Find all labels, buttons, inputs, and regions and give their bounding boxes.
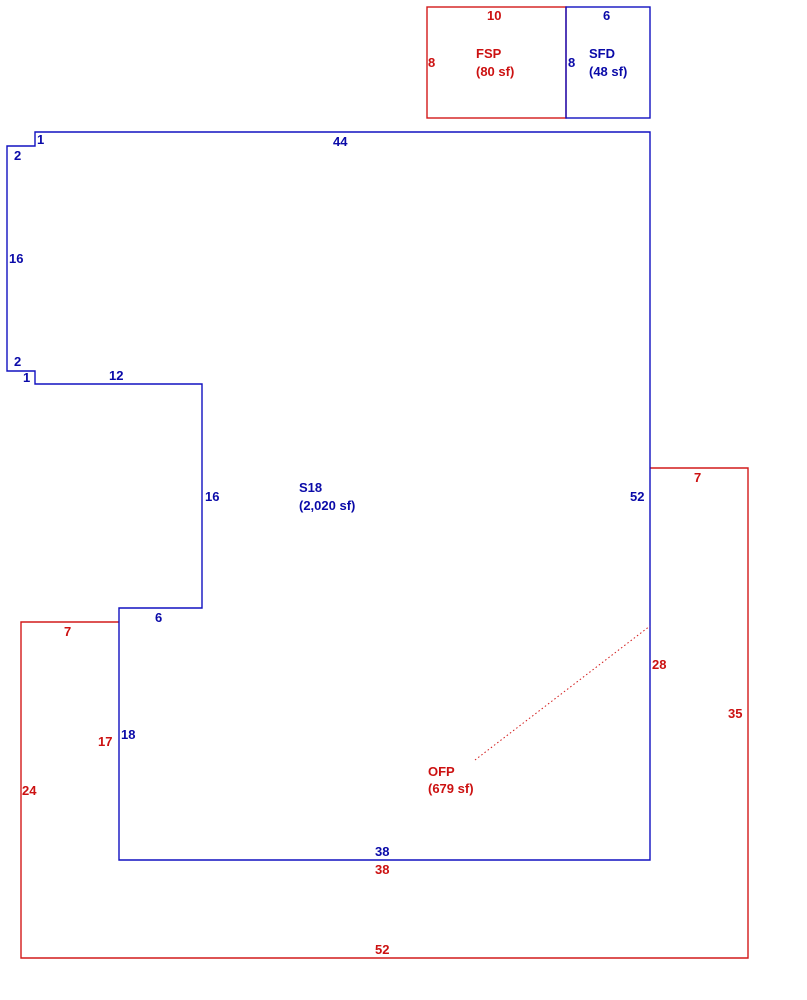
- dim-s18-lower-left: 18: [121, 727, 135, 742]
- dim-s18-bottom: 38: [375, 844, 389, 859]
- dim-ofp-inner-left: 17: [98, 734, 112, 749]
- s18-name: S18: [299, 480, 322, 495]
- dim-ofp-left-top: 7: [64, 624, 71, 639]
- dim-ofp-inner-right: 28: [652, 657, 666, 672]
- fsp-size: (80 sf): [476, 64, 514, 79]
- dim-ofp-inner-bottom: 38: [375, 862, 389, 877]
- dim-s18-left: 16: [9, 251, 23, 266]
- ofp-name: OFP: [428, 764, 455, 779]
- dim-fsp-left: 8: [428, 55, 435, 70]
- dim-ofp-left-side: 24: [22, 783, 37, 798]
- dim-s18-notch-bottom: 1: [23, 370, 30, 385]
- dim-s18-notch-top: 1: [37, 132, 44, 147]
- fsp-outline: [426, 6, 567, 119]
- ofp-leader-line: [474, 625, 651, 761]
- dim-s18-notch-side-top: 2: [14, 148, 21, 163]
- dim-s18-right: 52: [630, 489, 644, 504]
- dim-s18-notch-side-bottom: 2: [14, 354, 21, 369]
- dim-ofp-bottom: 52: [375, 942, 389, 957]
- dim-sfd-top: 6: [603, 8, 610, 23]
- ofp-size: (679 sf): [428, 781, 474, 796]
- dim-sfd-left: 8: [568, 55, 575, 70]
- dim-s18-step: 6: [155, 610, 162, 625]
- dim-ofp-right-top: 7: [694, 470, 701, 485]
- dim-s18-top: 44: [333, 134, 348, 149]
- s18-outline: [6, 131, 651, 861]
- ofp-outline: [20, 467, 749, 959]
- dim-s18-mid-top: 12: [109, 368, 123, 383]
- dim-fsp-top: 10: [487, 8, 501, 23]
- fsp-name: FSP: [476, 46, 502, 61]
- sfd-name: SFD: [589, 46, 615, 61]
- sfd-size: (48 sf): [589, 64, 627, 79]
- s18-size: (2,020 sf): [299, 498, 355, 513]
- dim-s18-mid-side: 16: [205, 489, 219, 504]
- sfd-outline: [565, 6, 651, 119]
- dim-ofp-right-side: 35: [728, 706, 742, 721]
